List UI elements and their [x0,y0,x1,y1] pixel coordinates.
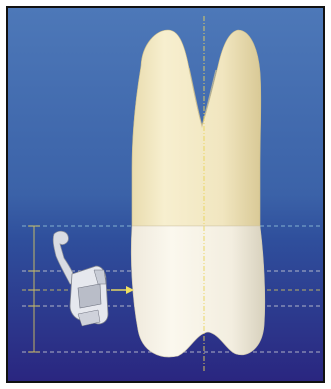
bracket-slot [78,284,101,308]
diagram-frame [6,6,325,383]
tooth-bracket-diagram [8,8,323,381]
tooth-crown [131,226,265,357]
